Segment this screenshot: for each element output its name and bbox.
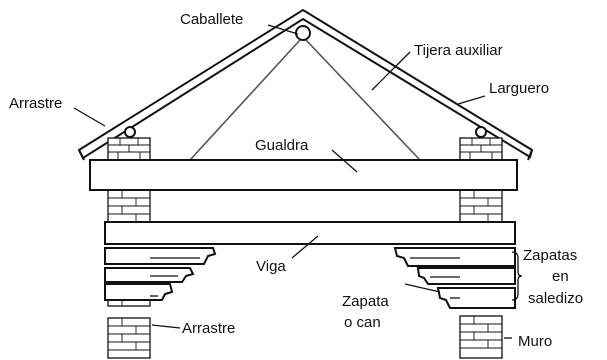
rafters: [77, 8, 534, 161]
tijera-auxiliar-braces: [189, 39, 421, 161]
right-wall-bricks: [459, 126, 503, 359]
label-gualdra: Gualdra: [255, 137, 309, 154]
label-arrastre-bottom: Arrastre: [182, 320, 235, 337]
label-arrastre-top: Arrastre: [9, 95, 62, 112]
gualdra-beam: [89, 159, 518, 191]
label-zapata-line1: Zapata: [342, 293, 389, 310]
ridge-pin: [295, 25, 311, 41]
label-larguero: Larguero: [489, 80, 549, 97]
label-zapatas-line2: en: [552, 268, 569, 285]
label-caballete: Caballete: [180, 11, 243, 28]
left-corbels: [104, 247, 217, 301]
viga-beam: [104, 221, 516, 245]
right-corbels: [393, 247, 516, 309]
leader-lines: [73, 24, 512, 339]
zapatas-bracket: [511, 251, 523, 301]
label-muro: Muro: [518, 333, 552, 350]
label-zapata-line2: o can: [344, 314, 381, 331]
label-viga: Viga: [256, 258, 286, 275]
label-zapatas-line1: Zapatas: [523, 247, 577, 264]
label-tijera-auxiliar: Tijera auxiliar: [414, 42, 503, 59]
label-zapatas-line3: saledizo: [528, 290, 583, 307]
